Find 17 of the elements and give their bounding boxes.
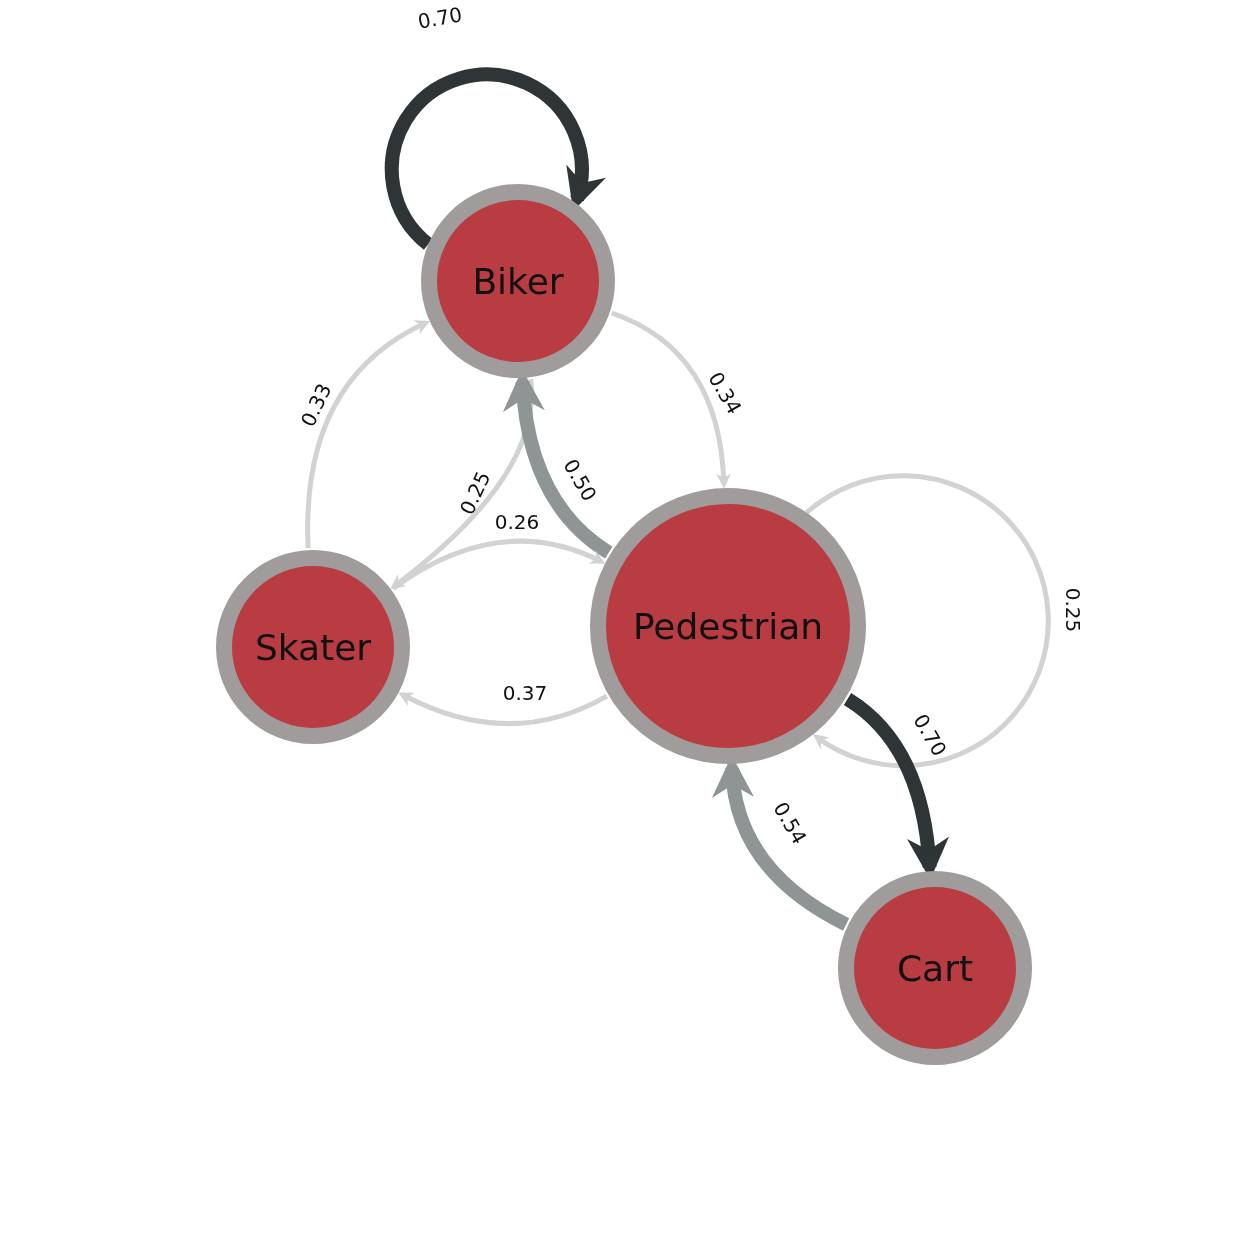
edge-label: 0.37	[502, 681, 548, 705]
arrow	[610, 310, 731, 489]
state-label: Cart	[896, 947, 974, 989]
edge-label: 0.25	[454, 467, 496, 519]
edge-label: 0.70	[416, 2, 464, 34]
edge-label: 0.26	[494, 510, 540, 534]
arrow	[384, 67, 605, 250]
arrow	[305, 320, 431, 549]
arrow	[391, 538, 606, 591]
arrow	[805, 473, 1051, 769]
state-label: Biker	[472, 260, 564, 302]
arrow	[398, 692, 608, 727]
state-label: Skater	[254, 626, 372, 668]
edge-label: 0.33	[295, 379, 337, 431]
arrow	[390, 379, 534, 590]
edge-label: 0.25	[1061, 587, 1085, 633]
state-label: Pedestrian	[632, 605, 824, 647]
